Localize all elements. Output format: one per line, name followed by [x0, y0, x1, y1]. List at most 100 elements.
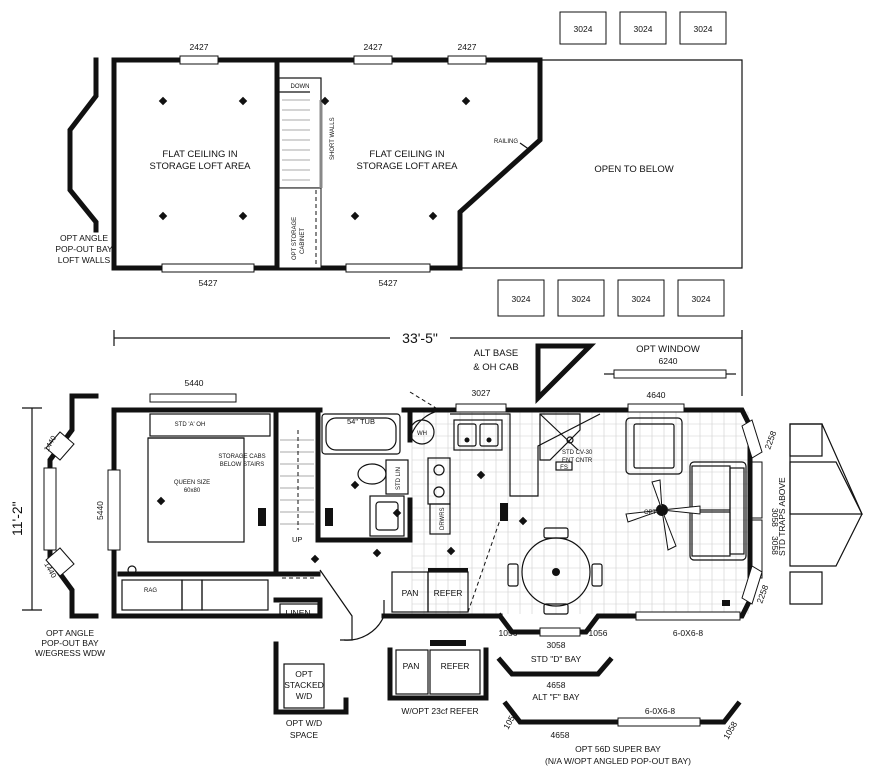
- window: [43, 467, 57, 551]
- storage-cabs-label: BELOW STAIRS: [220, 462, 265, 468]
- tub: [321, 413, 401, 455]
- loft-window-label: 5427: [199, 278, 218, 288]
- pantry-label: PAN: [402, 588, 419, 598]
- alt-f-bay-label: ALT "F" BAY: [532, 692, 579, 702]
- ceiling-fan-icon: [625, 479, 701, 551]
- overhead-cabinet-label: STD 'A' OH: [175, 422, 206, 428]
- tub-label: 54" TUB: [347, 417, 375, 426]
- short-walls-label: SHORT WALLS: [330, 117, 336, 160]
- open-to-below-label: OPEN TO BELOW: [594, 164, 673, 175]
- traps-label: STD TRAPS ABOVE: [777, 477, 787, 556]
- window: [149, 393, 237, 403]
- window: [455, 403, 507, 413]
- loft-window: [179, 55, 219, 65]
- loft-plan: 2427 2427 2427 5427 5427 3024 3024 3024 …: [55, 11, 743, 317]
- bed-label: 60x80: [184, 488, 201, 494]
- loft-ceiling-note: FLAT CEILING IN: [369, 149, 444, 160]
- opt-refer-label: REFER: [441, 661, 470, 671]
- alt-base-label: & OH CAB: [473, 362, 518, 373]
- window: [613, 369, 727, 379]
- ceiling-light-icons: [158, 96, 471, 221]
- transom-label: 3024: [512, 294, 531, 304]
- down-label: DOWN: [291, 84, 310, 90]
- overhead-cabinet: [149, 413, 271, 437]
- window: [107, 469, 121, 551]
- tile-floor: [411, 411, 749, 614]
- wd-space-label: OPT W/D: [286, 718, 322, 728]
- options: OPT STACKED W/D OPT W/D SPACE PAN REFER …: [273, 640, 742, 766]
- fan-label: OPT: [644, 510, 657, 516]
- super-bay-label: OPT 56D SUPER BAY: [575, 744, 661, 754]
- width-dimension: 11'-2": [9, 501, 25, 536]
- transom-label: 3024: [632, 294, 651, 304]
- window-label: 4640: [647, 390, 666, 400]
- drawers-label: DRWRS: [440, 507, 446, 530]
- window: [751, 461, 763, 519]
- window-label: 3058: [770, 508, 780, 527]
- loft-window: [161, 263, 255, 273]
- transom-window: [619, 11, 667, 45]
- window-label: 5440: [185, 378, 204, 388]
- opt-window-label: OPT WINDOW: [636, 344, 700, 355]
- bed-label: QUEEN SIZE: [174, 480, 210, 486]
- wd-space-label: SPACE: [290, 730, 319, 740]
- loft-window-label: 2427: [190, 42, 209, 52]
- storage-cabs-label: STORAGE CABS: [218, 454, 265, 460]
- transom-window: [559, 11, 607, 45]
- main-bay-note: OPT ANGLE: [46, 628, 94, 638]
- window-label: 3027: [472, 388, 491, 398]
- window-label: 3058: [547, 640, 566, 650]
- transom-window: [677, 279, 725, 317]
- railing-label: RAILING: [494, 139, 518, 145]
- alt-base-label: ALT BASE: [474, 348, 519, 359]
- door-label: 6-0X6-8: [673, 628, 704, 638]
- transom-label: 3024: [572, 294, 591, 304]
- stacked-washer-dryer: [283, 663, 325, 709]
- water-heater-label: WH: [417, 431, 427, 437]
- loft-window-label: 5427: [379, 278, 398, 288]
- window-label: 2258: [762, 429, 778, 450]
- window-label: 4658: [547, 680, 566, 690]
- window-label: 1056: [589, 628, 608, 638]
- storage-cabinet-label: CABINET: [300, 228, 306, 254]
- window: [45, 431, 75, 461]
- entertainment-center: [539, 413, 581, 461]
- up-label: UP: [292, 535, 302, 544]
- main-bay-note: POP-OUT BAY: [41, 638, 99, 648]
- linen-label: LINEN: [285, 608, 310, 618]
- loft-ceiling-note: FLAT CEILING IN: [162, 149, 237, 160]
- stairs: [280, 439, 314, 525]
- loft-window: [447, 55, 487, 65]
- main-bay-note: W/EGRESS WDW: [35, 648, 105, 658]
- transom-window: [617, 279, 665, 317]
- ent-center-label: ENT CNTR: [562, 458, 593, 464]
- loft-ceiling-note: STORAGE LOFT AREA: [356, 161, 458, 172]
- ceiling-light-icons: [156, 470, 528, 564]
- transom-window: [557, 279, 605, 317]
- entry-door[interactable]: [635, 611, 741, 621]
- loft-window: [345, 263, 431, 273]
- loft-window-label: 2427: [364, 42, 383, 52]
- opt-pantry-label: PAN: [403, 661, 420, 671]
- length-dimension: 33'-5": [402, 330, 438, 346]
- window: [627, 403, 685, 413]
- toilet: [357, 463, 387, 485]
- transom-label: 3024: [574, 24, 593, 34]
- window-label: 6240: [659, 356, 678, 366]
- refer-caption: W/OPT 23cf REFER: [401, 706, 478, 716]
- window-label: 3058: [770, 536, 780, 555]
- door-label: 6-0X6-8: [645, 706, 676, 716]
- loft-bay-note: OPT ANGLE: [60, 233, 108, 243]
- stacked-wd-label: OPT: [295, 669, 312, 679]
- main-floor-plan: 33'-5" 11'-2": [8, 328, 863, 664]
- transom-label: 3024: [692, 294, 711, 304]
- storage-cabinet-label: OPT STORAGE: [292, 217, 298, 260]
- linen-cabinet-label: STD LIN: [396, 467, 402, 490]
- window: [741, 565, 763, 605]
- transom-window: [497, 279, 545, 317]
- fs-label: FS: [560, 465, 568, 471]
- window-label: 1056: [499, 628, 518, 638]
- ent-center-label: STD CV-30: [562, 450, 593, 456]
- transom-window: [679, 11, 727, 45]
